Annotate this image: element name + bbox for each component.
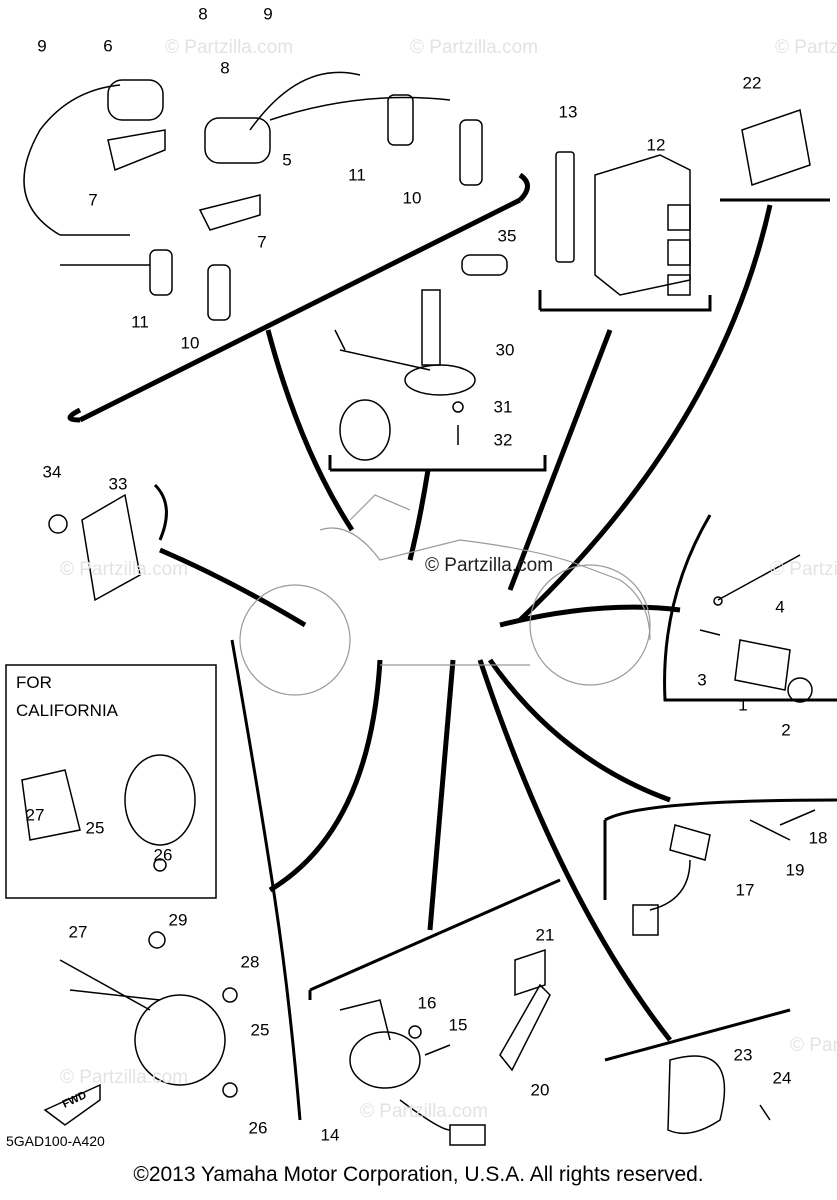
leader-starter-relay: [427, 659, 456, 931]
callout-9: 9: [37, 36, 47, 56]
fwd-arrow: [43, 1083, 101, 1126]
california-label-line2: CALIFORNIA: [16, 701, 119, 720]
callout-35: 35: [497, 226, 517, 246]
leader-horn-cal: [268, 659, 383, 893]
leader-fuel-sender: [407, 469, 431, 561]
callout-5: 5: [282, 150, 292, 170]
callout-7: 7: [257, 232, 267, 252]
callout-7: 7: [88, 190, 98, 210]
leader-coils: [265, 329, 355, 532]
watermark-center: © Partzilla.com: [425, 555, 554, 576]
callout-10: 10: [180, 333, 200, 353]
watermark: © Partzilla.com: [60, 559, 189, 580]
callout-26: 26: [153, 845, 173, 865]
callout-22: 22: [742, 73, 762, 93]
frame-ignition-coils: [78, 197, 522, 423]
watermark: © Partzilla.com: [410, 37, 539, 58]
watermark: © Partzilla.com: [790, 1035, 837, 1056]
leader-speed-sensor: [487, 658, 671, 803]
callout-32: 32: [493, 430, 513, 450]
callout-31: 31: [493, 397, 513, 417]
callout-23: 23: [733, 1045, 753, 1065]
callout-12: 12: [646, 135, 666, 155]
callout-29: 29: [168, 910, 188, 930]
callout-15: 15: [448, 1015, 468, 1035]
california-box: [5, 664, 217, 899]
callout-17: 17: [735, 880, 755, 900]
callout-30: 30: [495, 340, 515, 360]
callout-11: 11: [131, 312, 149, 332]
parts: [21, 71, 816, 1146]
callout-14: 14: [320, 1125, 340, 1145]
callout-2: 2: [781, 720, 791, 740]
callout-9: 9: [263, 4, 273, 24]
watermark: © Partzilla.com: [775, 37, 837, 58]
callout-27: 27: [25, 805, 45, 825]
watermark: © Partzilla.com: [770, 559, 837, 580]
callout-33: 33: [108, 474, 128, 494]
callout-27: 27: [68, 922, 88, 942]
callout-34: 34: [42, 462, 62, 482]
callout-24: 24: [772, 1068, 792, 1088]
leader-sensor: [499, 604, 681, 628]
watermark: © Partzilla.com: [360, 1101, 489, 1122]
callout-25: 25: [85, 818, 105, 838]
california-label-line1: FOR: [16, 673, 52, 692]
leader-relay: [518, 204, 773, 622]
callout-8: 8: [198, 4, 208, 24]
callout-3: 3: [697, 670, 707, 690]
watermark: © Partzilla.com: [60, 1067, 189, 1088]
callout-21: 21: [535, 925, 555, 945]
callout-11: 11: [348, 165, 366, 185]
callout-26: 26: [248, 1118, 268, 1138]
leader-reflector: [159, 547, 307, 628]
callout-8: 8: [220, 58, 230, 78]
callout-1: 1: [738, 695, 748, 715]
callout-13: 13: [558, 102, 578, 122]
callout-28: 28: [240, 952, 260, 972]
leader-horn: [477, 659, 672, 1042]
callout-19: 19: [785, 860, 805, 880]
callout-10: 10: [402, 188, 422, 208]
leader-ecu: [507, 329, 613, 591]
motorcycle-outline: [239, 494, 651, 696]
diagram-code: 5GAD100-A420: [6, 1133, 105, 1149]
callout-18: 18: [808, 828, 828, 848]
callout-25: 25: [250, 1020, 270, 1040]
copyright-notice: ©2013 Yamaha Motor Corporation, U.S.A. A…: [133, 1163, 704, 1186]
callout-4: 4: [775, 597, 785, 617]
watermark: © Partzilla.com: [165, 37, 294, 58]
callout-16: 16: [417, 993, 437, 1013]
callout-20: 20: [530, 1080, 550, 1100]
callout-6: 6: [103, 36, 113, 56]
group-frames: [67, 172, 837, 1121]
